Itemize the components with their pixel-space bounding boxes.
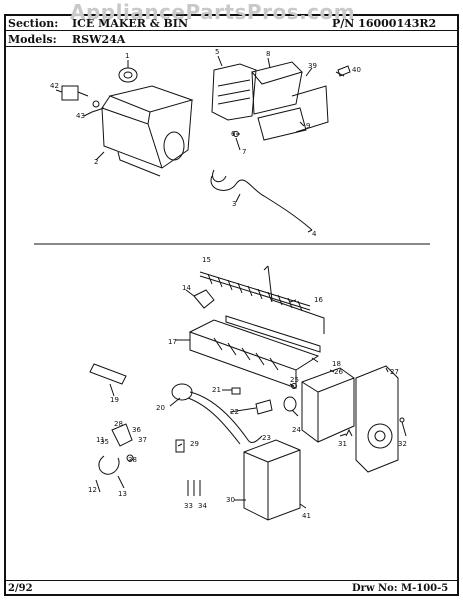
callout-8: 8 [266,50,270,58]
screw-part-31 [345,428,353,437]
callout-43: 43 [76,112,85,120]
callout-21: 21 [212,386,221,394]
header-divider [4,30,459,31]
watermark: AppliancePartsPros.com [70,0,356,24]
callout-30: 30 [226,496,235,504]
callout-34: 34 [198,502,207,510]
callout-36: 36 [132,426,141,434]
valve-assembly-part [95,423,134,493]
callout-26: 26 [334,368,343,376]
housing-part [301,367,355,443]
callout-16: 16 [314,296,323,304]
footer-divider [4,580,459,581]
callout-39: 39 [308,62,317,70]
callout-7: 7 [242,148,246,156]
callout-31: 31 [338,440,347,448]
bin-cover-part [251,61,329,141]
callout-40: 40 [352,66,361,74]
section-value: ICE MAKER & BIN [72,17,188,30]
callout-24: 24 [292,426,301,434]
callout-38: 38 [128,456,137,464]
mold-heater-part [89,363,127,385]
callout-23: 23 [262,434,271,442]
callout-5: 5 [215,48,219,56]
callout-15: 15 [202,256,211,264]
footer-date: 2/92 [8,583,33,594]
callout-20: 20 [156,404,165,412]
motor-part [283,383,297,412]
callout-19: 19 [110,396,119,404]
callout-28: 28 [114,420,123,428]
callout-42: 42 [50,82,59,90]
callout-9: 9 [306,122,310,130]
screws-part-33-34 [187,480,201,496]
callout-41: 41 [302,512,311,520]
callout-22: 22 [230,408,239,416]
callout-13: 13 [118,490,127,498]
cover-part [355,365,399,473]
fill-cup-part [243,439,301,521]
callout-18: 18 [332,360,341,368]
screw-part-32 [399,417,405,423]
callout-4: 4 [312,230,317,238]
callout-33: 33 [184,502,193,510]
callout-25: 25 [290,376,299,384]
clip-part [337,65,351,77]
drawing-frame [4,14,459,596]
callout-32: 32 [398,440,407,448]
part-callouts: 1 2 3 4 5 6 7 8 9 11 12 13 14 15 16 17 1… [50,48,407,520]
ejector-blade-part [199,271,311,312]
callout-35: 35 [100,438,109,446]
callout-3: 3 [232,200,236,208]
thermostat-clip-part [193,289,215,309]
stripper-part [225,315,321,353]
fill-tube-part [210,131,313,231]
bearing-part [255,399,273,415]
models-value: RSW24A [72,33,126,46]
models-divider [4,46,459,47]
callout-27: 27 [390,368,399,376]
callout-37: 37 [138,436,147,444]
part-number: P/N 16000143R2 [332,17,437,30]
ice-chute-part [211,63,257,121]
shut-off-arm-part [263,265,325,334]
mold-assembly-part [188,319,320,389]
callout-12: 12 [88,486,97,494]
switch-bracket-part [61,85,105,113]
footer-drawing-number: Drw No: M-100-5 [352,583,449,594]
ice-bin-part [101,85,194,177]
models-label: Models: [8,33,57,46]
callout-29: 29 [190,440,199,448]
callout-14: 14 [182,284,191,292]
callout-6: 6 [231,130,236,138]
wiring-harness-part [171,383,263,445]
water-valve-part [175,439,185,453]
callout-1: 1 [125,52,129,60]
thermostat-part [231,387,241,395]
section-label: Section: [8,17,59,30]
callout-17: 17 [168,338,177,346]
callout-11: 11 [96,436,105,444]
callout-2: 2 [94,158,98,166]
